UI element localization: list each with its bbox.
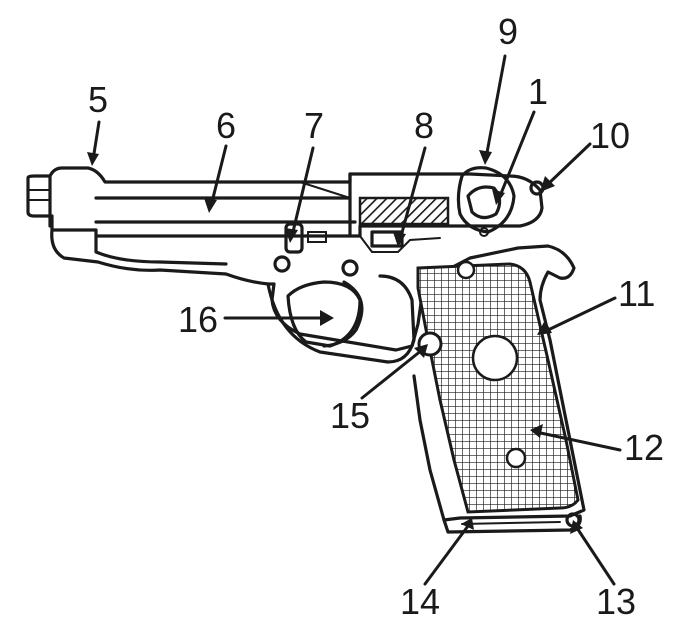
hammer-assembly xyxy=(456,166,545,237)
leader-10 xyxy=(544,142,592,188)
callout-9: 9 xyxy=(498,11,518,52)
callout-14: 14 xyxy=(400,581,440,622)
callout-1: 1 xyxy=(528,71,548,112)
leader-9 xyxy=(484,54,507,160)
callout-15: 15 xyxy=(330,395,370,436)
leader-12 xyxy=(534,430,622,452)
callout-13: 13 xyxy=(596,581,636,622)
callout-7: 7 xyxy=(304,105,324,146)
callout-5: 5 xyxy=(88,79,108,120)
slide xyxy=(26,166,544,238)
leader-8 xyxy=(398,146,427,242)
leader-6 xyxy=(209,144,228,208)
pistol-illustration xyxy=(26,166,586,534)
callout-labels: 5 6 7 8 9 1 10 11 12 13 14 15 16 xyxy=(88,11,664,622)
callout-16: 16 xyxy=(178,299,218,340)
callout-8: 8 xyxy=(414,105,434,146)
leader-lines xyxy=(87,54,622,586)
grip-panel xyxy=(416,260,580,514)
leader-1 xyxy=(498,110,536,198)
leader-7 xyxy=(290,146,315,238)
frame xyxy=(50,222,586,522)
callout-11: 11 xyxy=(618,273,655,314)
callout-12: 12 xyxy=(624,427,664,468)
callout-10: 10 xyxy=(590,115,630,156)
callout-6: 6 xyxy=(216,105,236,146)
leader-15 xyxy=(360,348,424,400)
leader-13 xyxy=(575,526,616,586)
leader-11 xyxy=(546,296,617,332)
leader-14 xyxy=(423,524,470,586)
trigger-guard xyxy=(266,274,416,364)
